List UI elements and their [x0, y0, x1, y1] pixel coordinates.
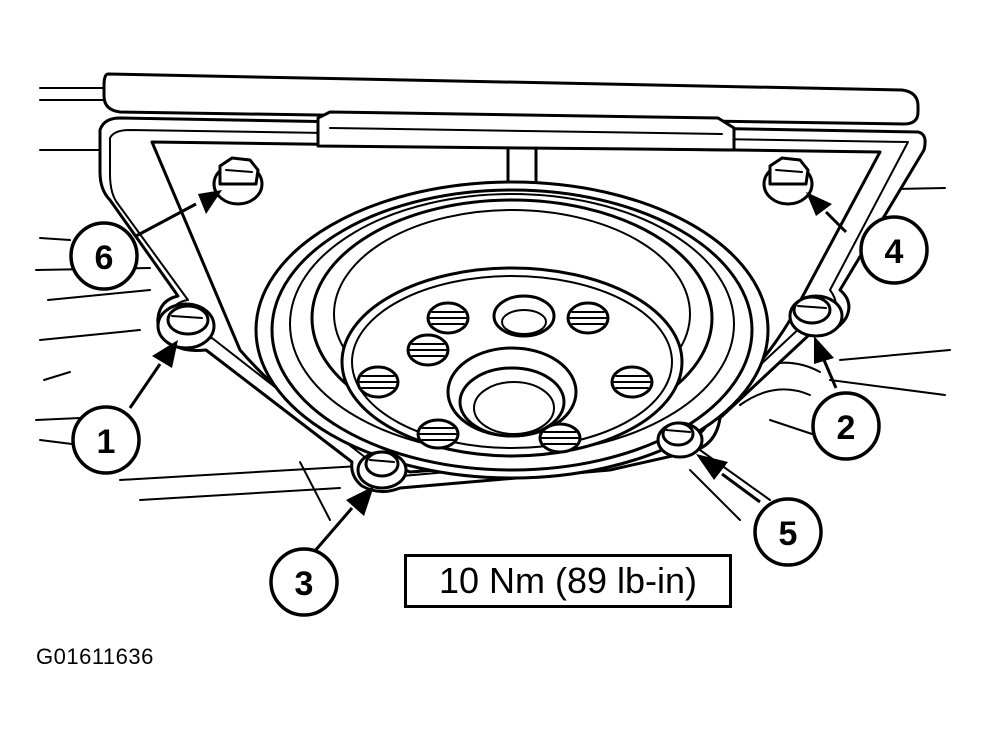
callout-6: 6 [69, 221, 139, 291]
bolt-hole [406, 333, 450, 367]
callout-4: 4 [859, 215, 929, 285]
torque-spec-text: 10 Nm (89 lb-in) [438, 560, 698, 601]
callout-1-label: 1 [97, 423, 116, 461]
callout-2-label: 2 [837, 409, 856, 447]
cover-bolt-6 [212, 156, 264, 206]
cover-bolts [156, 156, 844, 490]
bolt-hole [566, 301, 610, 335]
cover-bolt-4 [762, 156, 814, 206]
bolt-hole [426, 301, 470, 335]
cover-bolt-2 [788, 294, 844, 338]
callout-6-label: 6 [95, 239, 114, 277]
bolt-hole [610, 365, 654, 399]
top-rail [102, 72, 920, 126]
callout-4-label: 4 [885, 233, 904, 271]
callout-2: 2 [811, 391, 881, 461]
callout-5: 5 [753, 497, 823, 567]
cover-bolt-3 [356, 450, 408, 490]
callout-5-label: 5 [779, 515, 798, 553]
callout-1: 1 [71, 405, 141, 475]
cover-bolt-5 [656, 421, 704, 459]
callout-3-label: 3 [295, 565, 314, 603]
callout-3: 3 [269, 547, 339, 617]
torque-spec-box: 10 Nm (89 lb-in) [404, 554, 732, 608]
bolt-hole [416, 418, 460, 450]
bolt-hole [538, 422, 582, 454]
leader-lines [128, 190, 848, 553]
bolt-hole [356, 365, 400, 399]
figure-id: G01611636 [36, 644, 154, 669]
cover-bolt-1 [156, 302, 216, 350]
flywheel-bolt-holes [356, 301, 654, 454]
